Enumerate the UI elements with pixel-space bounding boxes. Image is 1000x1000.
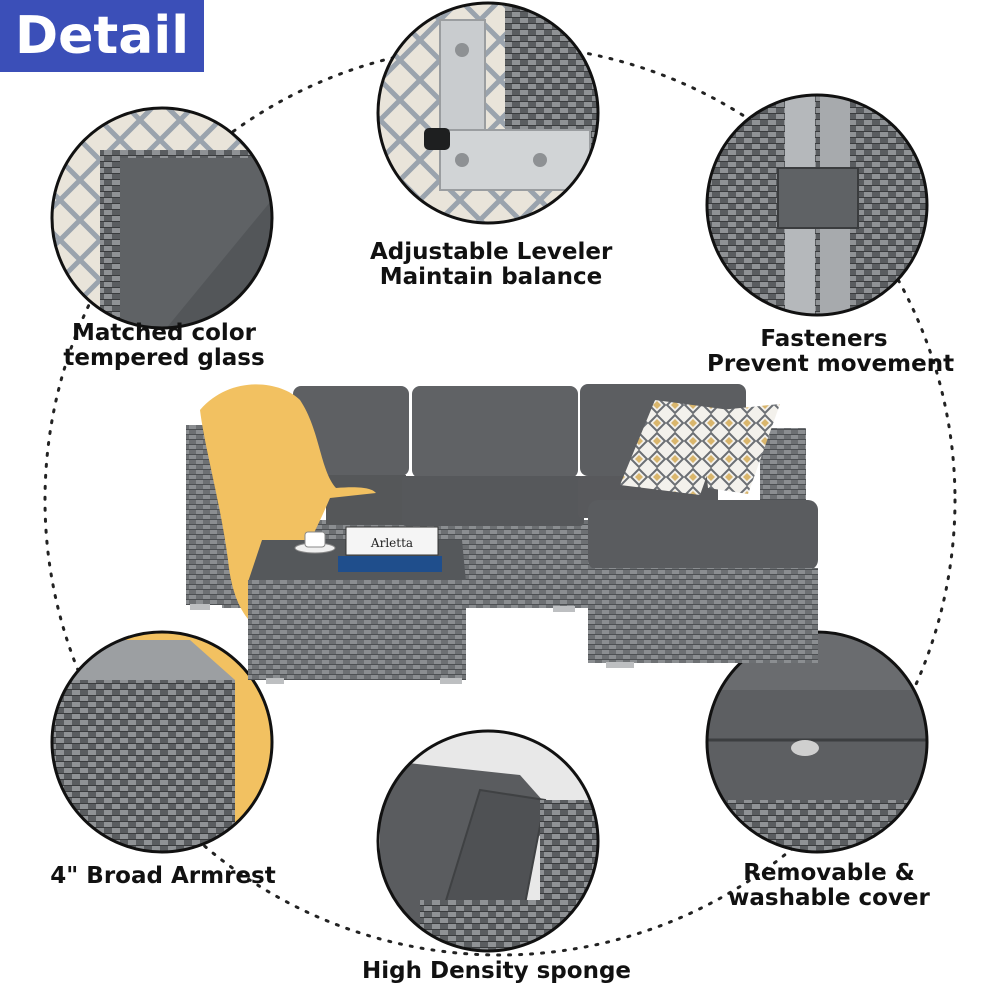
back-cushion-left xyxy=(293,386,409,476)
ottoman-base xyxy=(588,568,818,663)
caption-sponge: High Density sponge xyxy=(362,958,632,984)
ottoman-cushion xyxy=(588,500,818,570)
detail-circle-sponge xyxy=(376,729,600,953)
caption-armrest-line-1: 4" Broad Armrest xyxy=(50,863,276,889)
sofa-illustration: Arletta xyxy=(186,384,818,684)
seat-cushion-middle xyxy=(402,476,584,526)
caption-leveler-line-2: Maintain balance xyxy=(379,264,603,290)
detail-photo-cover xyxy=(707,632,927,852)
coffee-table-base xyxy=(248,580,466,680)
detail-badge-label: Detail xyxy=(14,6,190,66)
caption-leveler: Adjustable Leveler Maintain balance xyxy=(370,240,612,290)
caption-glass: Matched color tempered glass xyxy=(48,321,280,371)
detail-photo-leveler xyxy=(378,3,598,223)
caption-sponge-line-1: High Density sponge xyxy=(362,958,632,984)
caption-cover: Removable & washable cover xyxy=(720,861,938,911)
seat-cushion-left xyxy=(326,475,406,525)
throw-blanket xyxy=(200,384,376,630)
caption-glass-line-1: Matched color xyxy=(72,320,256,346)
caption-armrest: 4" Broad Armrest xyxy=(48,864,278,889)
detail-photo-fasteners xyxy=(707,95,927,315)
detail-circle-leveler xyxy=(376,1,600,225)
detail-photo-sponge xyxy=(378,731,598,951)
caption-fasteners-line-2: Prevent movement xyxy=(707,351,955,377)
pillow-back xyxy=(700,404,780,494)
caption-glass-line-2: tempered glass xyxy=(63,345,265,371)
detail-badge: Detail xyxy=(0,0,204,72)
detail-circle-fasteners xyxy=(705,93,929,317)
book-blue xyxy=(338,556,442,572)
cup xyxy=(304,531,326,548)
caption-fasteners: Fasteners Prevent movement xyxy=(707,326,955,377)
caption-fasteners-line-1: Fasteners xyxy=(760,326,888,352)
detail-circle-armrest xyxy=(50,630,274,854)
caption-cover-line-2: washable cover xyxy=(728,885,930,911)
book-title: Arletta xyxy=(370,536,413,550)
caption-leveler-line-1: Adjustable Leveler xyxy=(370,239,613,265)
caption-cover-line-1: Removable & xyxy=(743,860,915,886)
detail-circle-glass xyxy=(50,106,274,330)
back-cushion-middle xyxy=(412,386,578,478)
book-white xyxy=(345,526,439,556)
